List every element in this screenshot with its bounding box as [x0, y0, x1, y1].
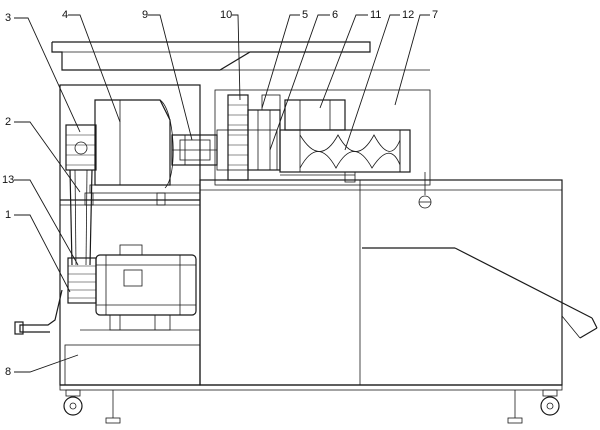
callout-9: 9	[142, 9, 148, 21]
leader-13	[14, 179, 79, 266]
callout-12: 12	[402, 9, 414, 21]
upper-pulley-hub	[74, 141, 88, 155]
leader-6	[269, 14, 330, 151]
leveling-foot-left	[105, 390, 121, 424]
cover-outline	[51, 41, 371, 71]
gear-stack	[216, 94, 281, 181]
leader-1	[14, 214, 71, 293]
bearing-base-plate	[89, 184, 201, 194]
callout-10: 10	[220, 9, 232, 21]
gear-10-body	[227, 94, 249, 181]
crank-handle	[14, 321, 24, 335]
callout-7: 7	[432, 9, 438, 21]
discharge-chute	[362, 247, 598, 339]
bottom-tray	[64, 344, 201, 386]
caster-left	[63, 389, 83, 416]
leader-12	[344, 14, 400, 151]
belt	[69, 169, 93, 266]
belt-right	[89, 169, 93, 266]
gear-housing-frame	[214, 89, 431, 186]
motor-nameplate	[123, 269, 143, 287]
chute-lip	[579, 327, 598, 339]
bearing-curve	[159, 99, 174, 189]
leader-8	[14, 354, 79, 373]
motor-terminal-box	[119, 244, 143, 256]
callout-labels: 1 2 3 4 5 6 7 8 9 10 11 12 13	[2, 9, 438, 378]
screw-flight-a	[299, 134, 401, 152]
barrel-outlet	[344, 171, 356, 183]
chute-end	[591, 317, 598, 329]
leader-4	[68, 14, 121, 123]
callout-1: 1	[5, 209, 11, 221]
upper-pulley	[65, 124, 97, 171]
callout-4: 4	[62, 9, 68, 21]
motor-feet	[109, 314, 171, 331]
gear-top-cap	[261, 94, 281, 111]
screw-flight-b	[299, 151, 401, 169]
chute-slope	[454, 247, 593, 319]
crank-lever	[19, 289, 63, 333]
coupling-inner	[179, 139, 211, 161]
top-cover	[51, 41, 431, 186]
leader-11	[319, 14, 368, 109]
frame	[59, 84, 563, 391]
motor-body	[95, 254, 197, 316]
upper-pulley-body	[65, 124, 97, 171]
bolt-right	[156, 192, 166, 206]
leader-9	[148, 14, 193, 141]
leader-lines	[14, 14, 430, 373]
leveling-foot-right	[507, 390, 523, 424]
leader-10	[232, 14, 241, 101]
leader-7	[394, 14, 430, 106]
callout-13: 13	[2, 174, 14, 186]
caster-right	[540, 389, 560, 416]
gear-housing-5	[247, 109, 281, 171]
bearing-housing	[84, 99, 201, 206]
callout-2: 2	[5, 116, 11, 128]
screw-extruder	[279, 99, 432, 209]
hand-crank	[14, 289, 63, 335]
frame-bottom-rail	[59, 384, 563, 391]
casters	[63, 389, 560, 424]
coupling	[171, 134, 218, 166]
belt-left	[69, 169, 73, 266]
left-frame	[59, 84, 201, 386]
motor	[95, 244, 197, 331]
callout-11: 11	[370, 9, 381, 21]
base-cabinet	[199, 179, 563, 386]
barrel-end-cap	[399, 129, 411, 173]
leader-3	[14, 17, 81, 133]
bearing-block	[94, 99, 171, 186]
callout-6: 6	[332, 9, 338, 21]
callout-3: 3	[5, 12, 11, 24]
upper-screw-housing	[284, 99, 346, 131]
callout-5: 5	[302, 9, 308, 21]
gearbox-block	[216, 129, 278, 171]
callout-8: 8	[5, 366, 11, 378]
leader-2	[14, 121, 81, 193]
leader-5	[261, 14, 300, 109]
bolt-left	[84, 192, 94, 206]
